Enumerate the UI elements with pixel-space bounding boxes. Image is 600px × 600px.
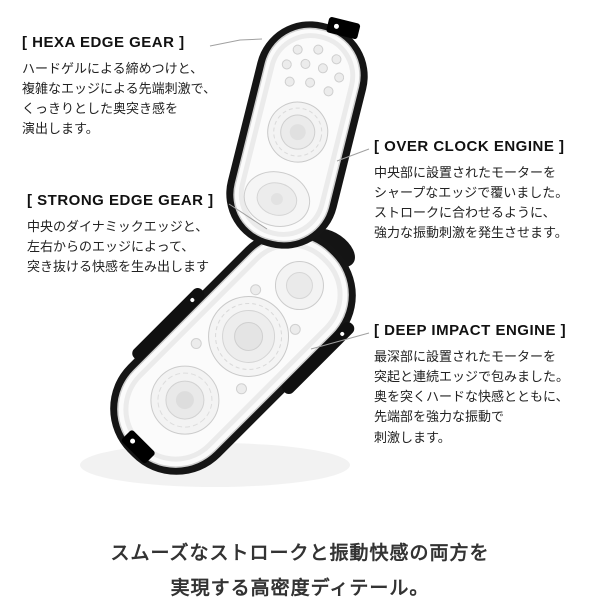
callout-line: シャープなエッジで覆いました。 <box>374 185 569 201</box>
callout-body-strong: 中央のダイナミックエッジと、 左右からのエッジによって、 突き抜ける快感を生み出… <box>27 217 214 277</box>
callout-line: ハードゲルによる締めつけと、 <box>22 61 204 76</box>
callout-line: 複雑なエッジによる先端刺激で、 <box>22 81 217 97</box>
callout-line: 中央のダイナミックエッジと、 <box>27 219 209 234</box>
callout-line: 中央部に設置されたモーターを <box>374 165 557 180</box>
leader-deep-impact-engine <box>310 332 370 350</box>
callout-over-clock-engine: [ OVER CLOCK ENGINE ] 中央部に設置されたモーターを シャー… <box>374 138 568 244</box>
callout-line: 突き抜ける快感を生み出します <box>27 259 210 275</box>
upper-flap-half <box>226 17 368 249</box>
callout-line: 奥を突くハードな快感とともに、 <box>374 389 569 405</box>
lower-body-texture <box>150 261 324 435</box>
leader-strong-edge-gear <box>228 203 268 230</box>
latch-bar-left <box>132 288 205 361</box>
bottom-clip <box>121 430 155 464</box>
upper-flap-texture <box>243 44 345 227</box>
caption-line-1: スムーズなストロークと振動快感の両方を <box>110 543 490 564</box>
callout-line: 突起と連続エッジで包みました。 <box>374 369 570 385</box>
callout-line: 先端部を強力な振動で <box>374 409 505 425</box>
callout-title-overclock: [ OVER CLOCK ENGINE ] <box>374 138 565 155</box>
callout-line: 左右からのエッジによって、 <box>27 239 195 255</box>
callout-title-strong: [ STRONG EDGE GEAR ] <box>27 192 214 209</box>
callout-line: 刺激します。 <box>374 429 451 445</box>
callout-body-hexa: ハードゲルによる締めつけと、 複雑なエッジによる先端刺激で、 くっきりとした奥突… <box>22 59 216 140</box>
callout-lines <box>209 38 370 350</box>
leader-over-clock-engine <box>336 148 370 162</box>
callout-title-deep: [ DEEP IMPACT ENGINE ] <box>374 322 567 339</box>
lower-body-half <box>110 229 356 475</box>
callout-title-hexa: [ HEXA EDGE GEAR ] <box>22 34 185 51</box>
callout-line: 最深部に設置されたモーターを <box>374 349 557 364</box>
callout-hexa-edge-gear: [ HEXA EDGE GEAR ] ハードゲルによる締めつけと、 複雑なエッジ… <box>22 34 216 140</box>
leader-hexa-edge-gear <box>209 38 263 47</box>
callout-line: ストロークに合わせるように、 <box>374 205 556 221</box>
callout-deep-impact-engine: [ DEEP IMPACT ENGINE ] 最深部に設置されたモーターを 突起… <box>374 322 569 448</box>
callout-line: 演出します。 <box>22 121 99 137</box>
caption-line-2: 実現する高密度ディテール。 <box>170 578 430 599</box>
callout-body-overclock: 中央部に設置されたモーターを シャープなエッジで覆いました。 ストロークに合わせ… <box>374 163 568 244</box>
latch-bar-right <box>282 321 355 395</box>
top-clip <box>326 17 361 40</box>
callout-strong-edge-gear: [ STRONG EDGE GEAR ] 中央のダイナミックエッジと、 左右から… <box>27 192 214 277</box>
callout-body-deep: 最深部に設置されたモーターを 突起と連続エッジで包みました。 奥を突くハードな快… <box>374 347 569 448</box>
callout-line: 強力な振動刺激を発生させます。 <box>374 225 568 241</box>
callout-line: くっきりとした奥突き感を <box>22 101 179 117</box>
